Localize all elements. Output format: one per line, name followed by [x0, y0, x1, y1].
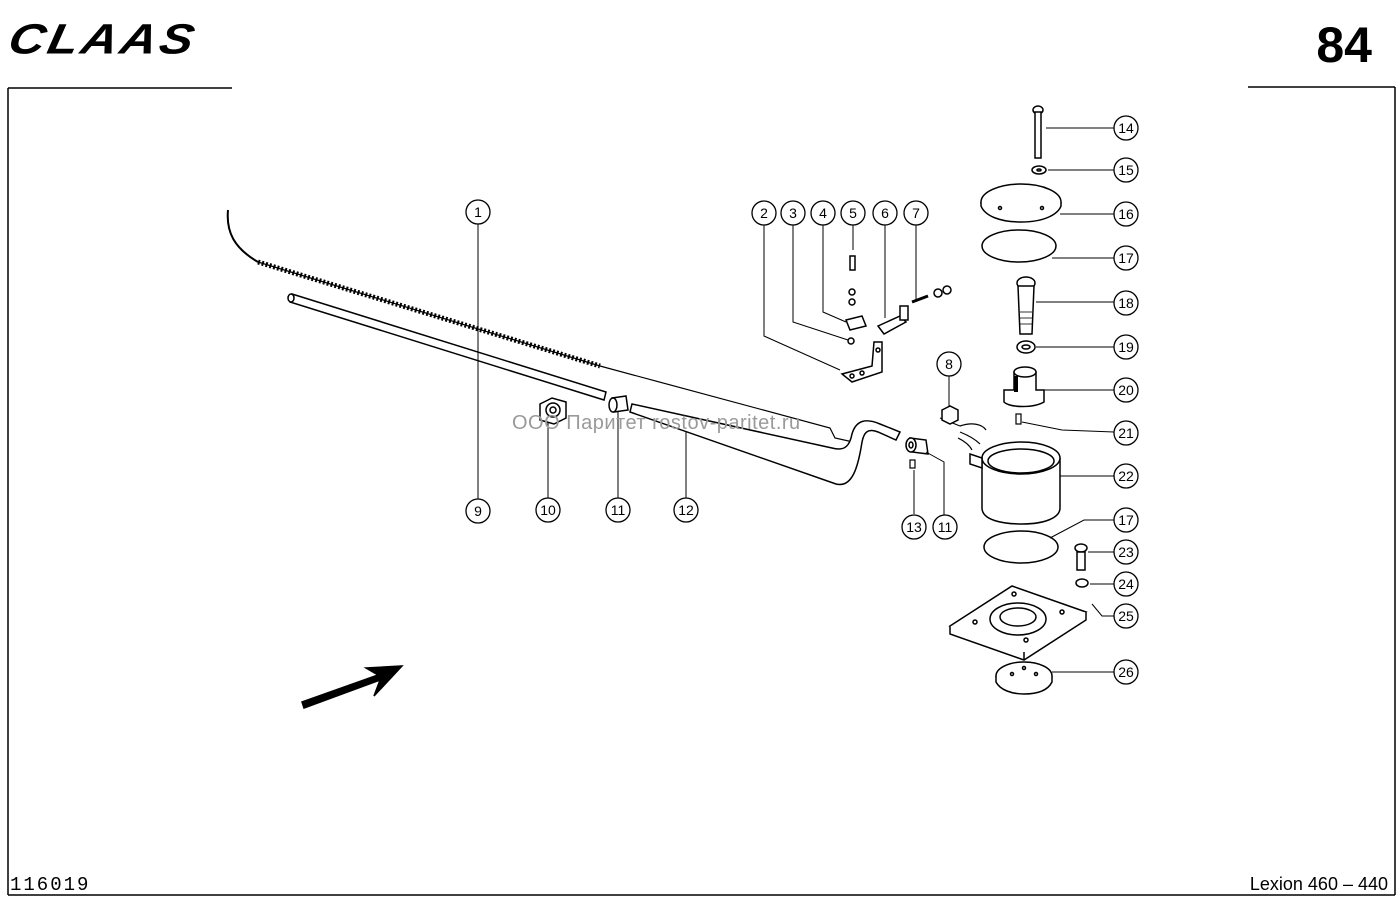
callout-2: 2 — [751, 200, 777, 226]
callout-8-label: 8 — [945, 356, 953, 372]
part-17-gasket-bottom — [983, 530, 1059, 564]
part-16-cover-plate — [980, 183, 1062, 223]
callout-17b-label: 17 — [1118, 512, 1134, 528]
callout-18-label: 18 — [1118, 295, 1134, 311]
part-20-bushing — [1003, 366, 1045, 408]
callout-19-label: 19 — [1118, 339, 1134, 355]
part-15-washer — [1031, 165, 1047, 175]
callout-23: 23 — [1113, 539, 1139, 565]
callout-15: 15 — [1113, 157, 1139, 183]
callout-25-label: 25 — [1118, 608, 1134, 624]
callout-3: 3 — [780, 200, 806, 226]
part-26-disc — [995, 661, 1053, 695]
model-designation: Lexion 460 – 440 — [1249, 874, 1388, 894]
part-11-sleeve-b — [905, 437, 929, 455]
callout-14-label: 14 — [1118, 120, 1134, 136]
part-12-bent-tube — [629, 403, 902, 486]
callout-16-label: 16 — [1118, 206, 1134, 222]
callout-13: 13 — [901, 514, 927, 540]
callout-21-label: 21 — [1118, 425, 1134, 441]
callout-9: 9 — [465, 498, 491, 524]
callout-17a-label: 17 — [1118, 250, 1134, 266]
callout-14: 14 — [1113, 115, 1139, 141]
bracket-group — [840, 255, 952, 383]
callout-11b: 11 — [932, 514, 958, 540]
part-22-housing — [969, 441, 1061, 525]
callout-13-label: 13 — [906, 519, 922, 535]
callout-1: 1 — [465, 199, 491, 225]
callout-bubbles: 1 2 3 4 5 6 7 8 9 10 11 12 13 11 14 15 1… — [465, 115, 1139, 685]
part-8-nut — [941, 405, 959, 425]
callout-4: 4 — [810, 200, 836, 226]
part-17-gasket-top — [981, 229, 1057, 263]
part-18-bolt — [1016, 276, 1036, 335]
callout-17a: 17 — [1113, 245, 1139, 271]
callout-9-label: 9 — [474, 503, 482, 519]
callout-2-label: 2 — [760, 205, 768, 221]
leader-lines — [477, 127, 1115, 673]
callout-12: 12 — [673, 497, 699, 523]
callout-22-label: 22 — [1118, 468, 1134, 484]
callout-5-label: 5 — [849, 205, 857, 221]
frame-lines — [7, 86, 1396, 896]
callout-12-label: 12 — [678, 502, 694, 518]
callout-18: 18 — [1113, 290, 1139, 316]
callout-21: 21 — [1113, 420, 1139, 446]
part-11-sleeve-a — [608, 395, 629, 413]
part-21-set-screw — [1015, 413, 1022, 425]
callout-7-label: 7 — [912, 205, 920, 221]
callout-19: 19 — [1113, 334, 1139, 360]
callout-10: 10 — [535, 497, 561, 523]
callout-26-label: 26 — [1118, 664, 1134, 680]
callout-5: 5 — [840, 200, 866, 226]
part-10-nut — [539, 397, 567, 425]
callout-25: 25 — [1113, 603, 1139, 629]
drawing-number: 116019 — [10, 874, 91, 896]
callout-20: 20 — [1113, 377, 1139, 403]
callout-22: 22 — [1113, 463, 1139, 489]
watermark-text: ООО Паритет rostov-paritet.ru — [512, 412, 801, 434]
callout-6: 6 — [872, 200, 898, 226]
callout-8: 8 — [936, 351, 962, 377]
callout-3-label: 3 — [789, 205, 797, 221]
callout-7: 7 — [903, 200, 929, 226]
callout-10-label: 10 — [540, 502, 556, 518]
callout-1-label: 1 — [474, 204, 482, 220]
direction-arrow-icon — [301, 665, 404, 709]
part-1-threaded-cable — [226, 209, 961, 445]
part-13-pin — [909, 459, 916, 469]
part-9-rod — [287, 293, 607, 401]
callout-4-label: 4 — [819, 205, 827, 221]
part-23-bolt — [1074, 543, 1088, 571]
callout-15-label: 15 — [1118, 162, 1134, 178]
part-24-washer — [1075, 578, 1089, 588]
callout-6-label: 6 — [881, 205, 889, 221]
part-25-flange-plate — [948, 585, 1088, 661]
callout-11a: 11 — [605, 497, 631, 523]
callout-20-label: 20 — [1118, 382, 1134, 398]
part-14-long-bolt — [1032, 105, 1044, 159]
part-19-washer — [1016, 340, 1036, 354]
callout-11b-label: 11 — [938, 519, 953, 535]
callout-24: 24 — [1113, 571, 1139, 597]
callout-24-label: 24 — [1118, 576, 1134, 592]
callout-26: 26 — [1113, 659, 1139, 685]
callout-16: 16 — [1113, 201, 1139, 227]
callout-17b: 17 — [1113, 507, 1139, 533]
cable-end-wires — [957, 423, 987, 451]
page-number: 84 — [1316, 17, 1372, 73]
callout-23-label: 23 — [1118, 544, 1134, 560]
callout-11a-label: 11 — [611, 502, 626, 518]
